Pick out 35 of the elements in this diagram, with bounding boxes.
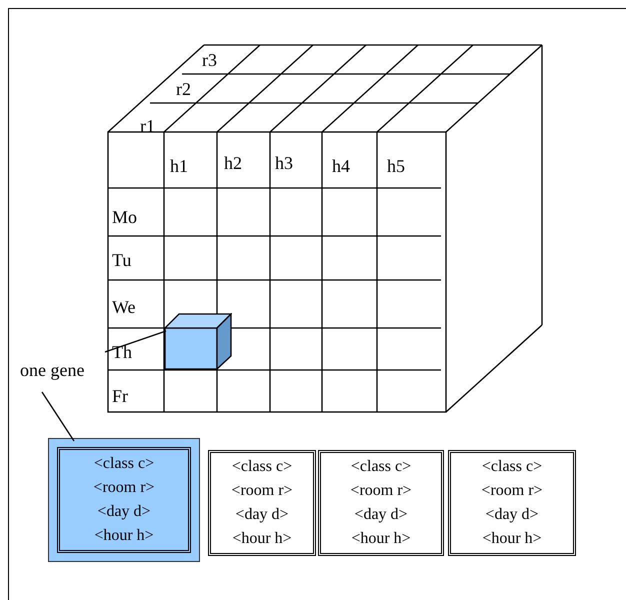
gene-field: <day d>: [485, 506, 539, 524]
day-label: Fr: [112, 386, 128, 406]
gene-field: <class c>: [232, 458, 292, 476]
gene-field: <room r>: [93, 479, 155, 497]
gene-field: <room r>: [231, 482, 293, 500]
gene-field: <hour h>: [232, 530, 292, 548]
gene-box: [318, 450, 444, 556]
room-label: r3: [202, 50, 217, 70]
hour-label: h5: [387, 156, 405, 176]
day-label: Mo: [112, 207, 138, 227]
day-label: We: [112, 297, 136, 317]
gene-field: <day d>: [97, 503, 151, 521]
gene-field: <class c>: [482, 458, 542, 476]
gene-box: [57, 447, 191, 553]
leader-line: [104, 330, 166, 353]
room-label: r2: [176, 79, 191, 99]
gene-field: <hour h>: [482, 530, 542, 548]
gene-field: <hour h>: [94, 527, 154, 545]
gene-field: <class c>: [350, 458, 412, 476]
hour-label: h1: [170, 156, 188, 176]
gene-field: <class c>: [94, 455, 154, 473]
gene-field: <room r>: [350, 482, 412, 500]
hour-label: h2: [224, 153, 242, 173]
cube-drawing: [164, 313, 232, 371]
day-label: Tu: [112, 250, 132, 270]
gene-field: <day d>: [235, 506, 289, 524]
gene-field: <room r>: [481, 482, 543, 500]
gene-box: [208, 450, 316, 556]
leader-line: [41, 392, 75, 442]
hour-label: h3: [275, 153, 293, 173]
gene-box: [448, 450, 576, 556]
gene-field: <hour h>: [351, 530, 411, 548]
callout-text: one gene: [20, 360, 84, 380]
gene-field: <day d>: [354, 506, 408, 524]
hour-label: h4: [332, 156, 350, 176]
